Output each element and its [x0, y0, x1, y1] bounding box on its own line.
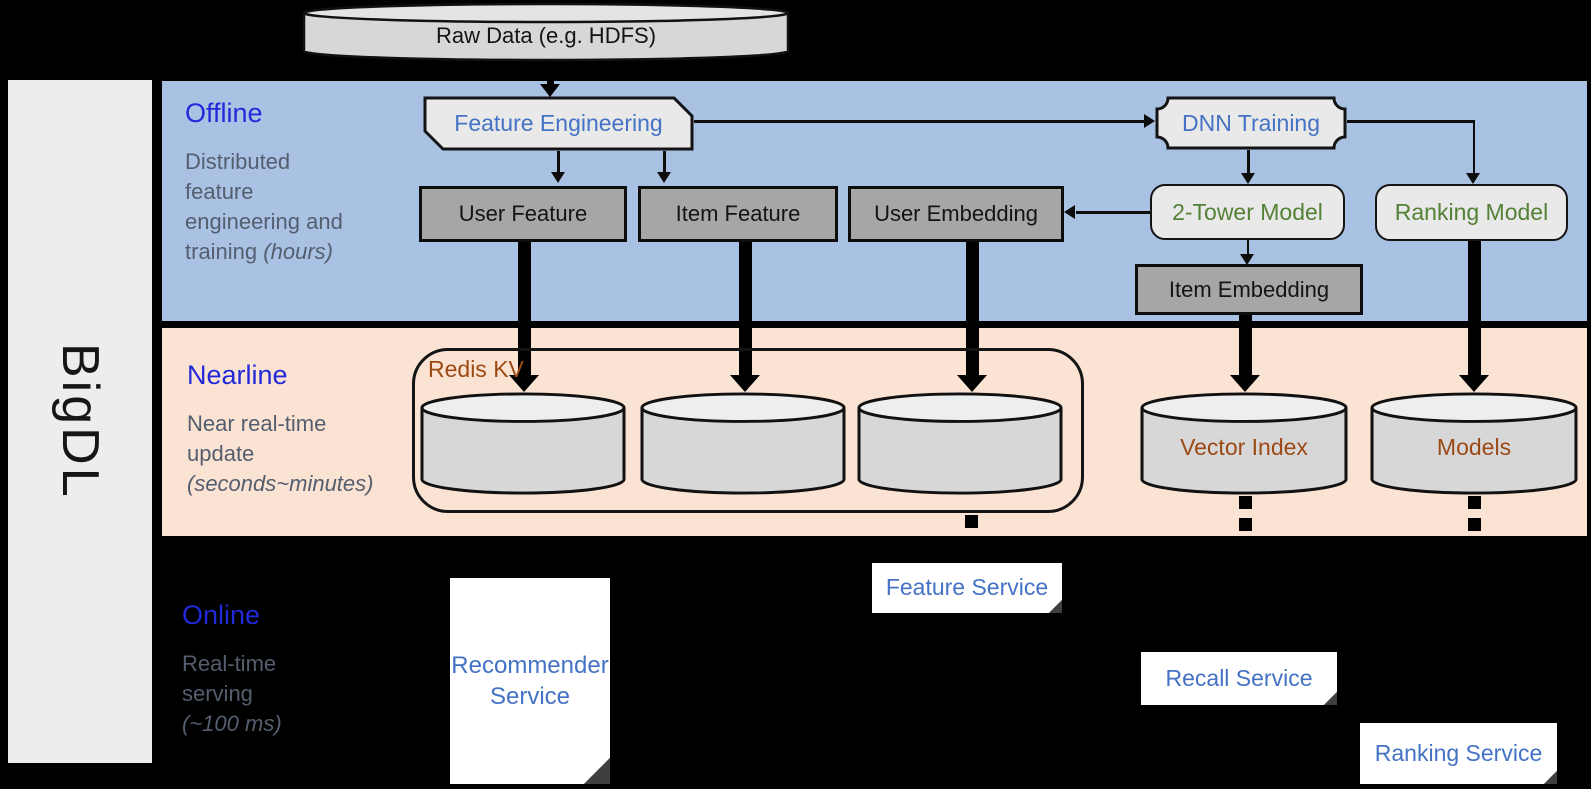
models-label: Models: [1436, 434, 1512, 460]
arrow-item-feature-to-kv-shaft: [738, 242, 752, 375]
dashed-link-models-segment: [1467, 518, 1481, 531]
ranking-model-node: Ranking Model: [1375, 184, 1568, 241]
user-feature-node: User Feature: [419, 186, 627, 242]
arrow-dnn-to-two-tower-head: [1241, 173, 1255, 184]
recall-service-node: Recall Service: [1141, 652, 1337, 705]
dashed-link-vector-index-segment: [1238, 496, 1252, 509]
arrow-ranking-model-to-models-head: [1459, 375, 1489, 392]
document-shape-icon: [1360, 723, 1557, 784]
item-feature-label: Item Feature: [675, 201, 801, 226]
redis-kv-label: Redis KV: [428, 356, 524, 382]
arrow-user-feature-to-kv-head: [509, 375, 539, 392]
database-cylinder-icon: [857, 392, 1063, 495]
arrow-user-feature-to-kv-shaft: [517, 242, 531, 375]
nearline-section-label: Nearline Near real-time update (seconds~…: [187, 360, 373, 499]
raw-data-node: Raw Data (e.g. HDFS): [302, 3, 790, 62]
nearline-desc-line: Near real-time: [187, 411, 327, 436]
offline-desc-line: training (hours): [185, 239, 333, 264]
folded-corner-icon: [584, 758, 610, 784]
offline-section-label: Offline Distributed feature engineering …: [185, 98, 343, 267]
ranking-service-label: Ranking Service: [1374, 739, 1543, 766]
dashed-link-models-segment: [1467, 496, 1481, 509]
kv-store-cylinder-3: [857, 392, 1063, 495]
dashed-link-kv-to-feature-service-head: [957, 536, 987, 553]
dashed-link-vector-index-segment: [1238, 518, 1252, 531]
nearline-desc-line: update: [187, 441, 255, 466]
arrow-two-tower-to-item-embedding-head: [1240, 254, 1254, 265]
arrow-user-embedding-to-kv-shaft: [965, 242, 979, 375]
two-tower-model-node: 2-Tower Model: [1150, 184, 1345, 240]
dashed-link-kv-to-feature-service: [965, 515, 978, 528]
arrow-item-embedding-to-vector-index-head: [1230, 375, 1260, 392]
kv-store-cylinder-2: [640, 392, 846, 495]
arrow-dnn-to-two-tower-shaft: [1247, 150, 1250, 174]
arrow-fe-to-item-feature-head: [657, 172, 671, 183]
arrow-item-feature-to-kv-head: [730, 375, 760, 392]
arrow-fe-to-item-feature-shaft: [663, 151, 666, 173]
bigdl-sidebar: BigDL: [8, 80, 152, 763]
item-embedding-label: Item Embedding: [1168, 276, 1330, 302]
raw-data-label: Raw Data (e.g. HDFS): [435, 22, 657, 48]
folded-corner-icon: [1324, 692, 1337, 705]
redis-kv-container: [412, 348, 1084, 513]
item-embedding-node: Item Embedding: [1135, 264, 1363, 315]
folded-corner-icon: [1544, 771, 1557, 784]
card-shape-icon: [423, 96, 694, 151]
online-heading: Online: [182, 600, 261, 630]
online-desc-line: serving: [182, 681, 253, 706]
arrow-user-embedding-to-kv-head: [957, 375, 987, 392]
ranking-model-label: Ranking Model: [1394, 199, 1549, 225]
offline-desc-line: feature: [185, 179, 254, 204]
online-section-label: Online Real-time serving (~100 ms): [182, 600, 282, 739]
arrow-item-embedding-to-vector-index-shaft: [1238, 315, 1252, 375]
arrow-raw-data-to-feature-engineering-shaft: [547, 61, 554, 84]
arrow-ranking-model-to-models-shaft: [1467, 241, 1481, 375]
arrow-dnn-to-ranking-model-head: [1466, 173, 1480, 184]
nearline-heading: Nearline: [187, 360, 288, 390]
arrow-two-tower-to-item-embedding-shaft: [1246, 240, 1249, 255]
two-tower-model-label: 2-Tower Model: [1172, 198, 1323, 225]
document-shape-icon: [1141, 652, 1337, 705]
arrow-dnn-to-ranking-model-h: [1347, 120, 1474, 123]
arrow-fe-to-dnn-training-shaft: [694, 120, 1146, 123]
arrow-raw-data-to-feature-engineering-head: [540, 84, 560, 97]
plaque-shape-icon: [1155, 96, 1347, 150]
recommender-service-label: Recommender Service: [451, 651, 609, 710]
arrow-two-tower-to-user-embedding-shaft: [1076, 211, 1150, 214]
arrow-fe-to-dnn-training-head: [1144, 114, 1155, 128]
document-shape-icon: [450, 578, 610, 784]
online-desc-line: Real-time: [182, 651, 277, 676]
offline-heading: Offline: [185, 98, 263, 128]
arrow-fe-to-user-feature-shaft: [557, 151, 560, 173]
arrow-dnn-to-ranking-model-v: [1472, 120, 1475, 174]
nearline-desc-line: (seconds~minutes): [187, 471, 374, 496]
recommender-service-node: Recommender Service: [450, 578, 610, 784]
vector-index-node: Vector Index: [1140, 392, 1348, 495]
kv-store-cylinder-1: [420, 392, 626, 495]
models-node: Models: [1370, 392, 1578, 495]
dnn-training-label: DNN Training: [1181, 109, 1321, 136]
item-feature-node: Item Feature: [638, 186, 838, 242]
dnn-training-node: DNN Training: [1155, 96, 1347, 150]
feature-engineering-label: Feature Engineering: [454, 110, 663, 136]
recall-service-label: Recall Service: [1165, 664, 1313, 691]
ranking-service-node: Ranking Service: [1360, 723, 1557, 784]
vector-index-label: Vector Index: [1180, 434, 1308, 460]
database-cylinder-icon: [420, 392, 626, 495]
document-shape-icon: [872, 563, 1062, 613]
user-feature-label: User Feature: [458, 201, 588, 226]
database-cylinder-icon: [640, 392, 846, 495]
user-embedding-label: User Embedding: [874, 201, 1038, 226]
online-desc-line: (~100 ms): [182, 711, 282, 736]
offline-desc-line: engineering and: [185, 209, 343, 234]
feature-service-node: Feature Service: [872, 563, 1062, 613]
feature-engineering-node: Feature Engineering: [423, 96, 694, 151]
bigdl-logo-text: BigDL: [51, 343, 109, 500]
feature-service-label: Feature Service: [885, 574, 1049, 601]
offline-desc-line: Distributed: [185, 149, 291, 174]
user-embedding-node: User Embedding: [848, 186, 1064, 242]
folded-corner-icon: [1049, 600, 1062, 613]
arrow-fe-to-user-feature-head: [551, 172, 565, 183]
arrow-two-tower-to-user-embedding-head: [1064, 205, 1075, 219]
